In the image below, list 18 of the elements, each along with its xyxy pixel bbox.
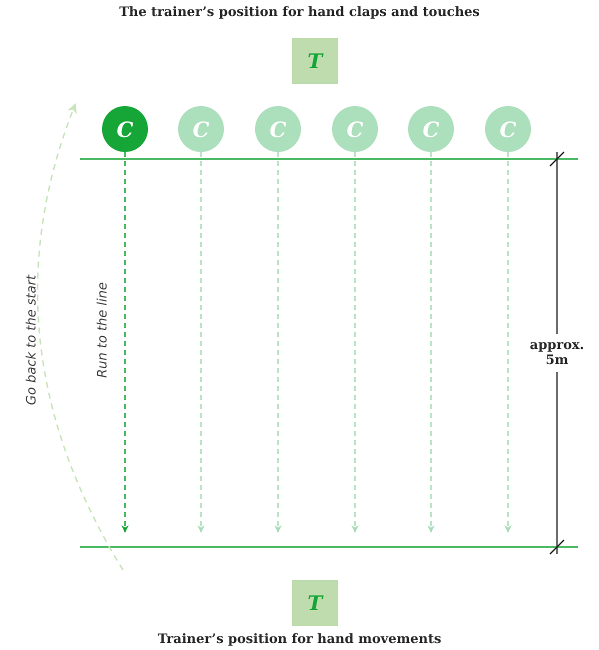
child-marker: C xyxy=(102,106,148,152)
trainer-marker: T xyxy=(292,38,338,84)
child-marker: C xyxy=(332,106,378,152)
child-marker: C xyxy=(408,106,454,152)
child-marker: C xyxy=(485,106,531,152)
arrow xyxy=(274,152,282,533)
arrow xyxy=(351,152,359,533)
arrow xyxy=(504,152,512,533)
child-marker: C xyxy=(178,106,224,152)
arrow xyxy=(197,152,205,533)
return-label: Go back to the start xyxy=(24,274,40,406)
position-caption: The trainer’s position for hand claps and touches xyxy=(118,5,481,20)
position-caption: Trainer’s position for hand movements xyxy=(156,632,442,647)
arrow xyxy=(121,152,129,533)
edge-label: Run to the line xyxy=(96,282,110,378)
child-marker: C xyxy=(255,106,301,152)
trainer-marker: T xyxy=(292,580,338,626)
arrow xyxy=(427,152,435,533)
